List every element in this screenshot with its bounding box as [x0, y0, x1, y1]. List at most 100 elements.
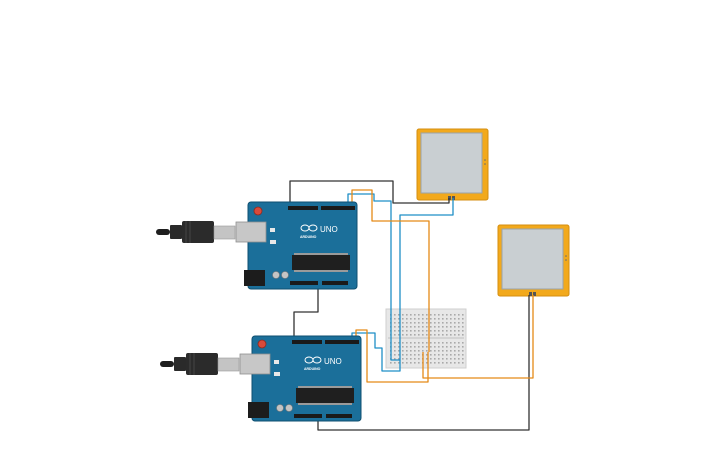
breadboard-hole[interactable] — [426, 314, 428, 316]
breadboard-hole[interactable] — [430, 362, 432, 364]
breadboard-hole[interactable] — [462, 318, 464, 320]
breadboard-hole[interactable] — [454, 362, 456, 364]
breadboard-hole[interactable] — [414, 350, 416, 352]
breadboard-hole[interactable] — [426, 330, 428, 332]
wire-orange-3[interactable] — [422, 295, 534, 379]
breadboard-hole[interactable] — [410, 346, 412, 348]
breadboard-hole[interactable] — [402, 362, 404, 364]
breadboard-hole[interactable] — [434, 350, 436, 352]
breadboard-hole[interactable] — [462, 342, 464, 344]
breadboard-hole[interactable] — [426, 318, 428, 320]
breadboard-hole[interactable] — [418, 330, 420, 332]
breadboard-hole[interactable] — [422, 334, 424, 336]
breadboard-hole[interactable] — [458, 358, 460, 360]
breadboard-hole[interactable] — [430, 322, 432, 324]
breadboard-hole[interactable] — [426, 362, 428, 364]
breadboard-hole[interactable] — [426, 354, 428, 356]
breadboard-hole[interactable] — [418, 362, 420, 364]
breadboard-hole[interactable] — [454, 318, 456, 320]
breadboard-hole[interactable] — [394, 350, 396, 352]
breadboard-hole[interactable] — [398, 342, 400, 344]
breadboard-hole[interactable] — [430, 354, 432, 356]
breadboard-hole[interactable] — [454, 314, 456, 316]
breadboard-hole[interactable] — [430, 326, 432, 328]
breadboard-hole[interactable] — [450, 350, 452, 352]
breadboard-hole[interactable] — [406, 326, 408, 328]
wire-orange-2[interactable] — [355, 329, 429, 383]
breadboard-hole[interactable] — [414, 318, 416, 320]
breadboard-hole[interactable] — [398, 334, 400, 336]
breadboard-hole[interactable] — [406, 322, 408, 324]
breadboard-hole[interactable] — [406, 350, 408, 352]
breadboard-hole[interactable] — [430, 346, 432, 348]
breadboard-hole[interactable] — [454, 322, 456, 324]
breadboard-hole[interactable] — [422, 342, 424, 344]
breadboard-hole[interactable] — [442, 314, 444, 316]
breadboard-hole[interactable] — [390, 362, 392, 364]
breadboard-hole[interactable] — [454, 334, 456, 336]
breadboard-hole[interactable] — [462, 314, 464, 316]
breadboard-hole[interactable] — [414, 314, 416, 316]
breadboard-hole[interactable] — [442, 342, 444, 344]
breadboard-hole[interactable] — [426, 342, 428, 344]
breadboard-hole[interactable] — [398, 322, 400, 324]
breadboard-hole[interactable] — [402, 350, 404, 352]
breadboard-hole[interactable] — [434, 362, 436, 364]
breadboard-hole[interactable] — [406, 330, 408, 332]
breadboard-hole[interactable] — [430, 330, 432, 332]
breadboard-hole[interactable] — [450, 358, 452, 360]
breadboard-hole[interactable] — [394, 318, 396, 320]
breadboard-hole[interactable] — [402, 314, 404, 316]
breadboard-hole[interactable] — [438, 350, 440, 352]
breadboard-hole[interactable] — [418, 318, 420, 320]
breadboard-hole[interactable] — [430, 342, 432, 344]
breadboard-hole[interactable] — [426, 346, 428, 348]
breadboard-hole[interactable] — [462, 358, 464, 360]
breadboard-hole[interactable] — [446, 346, 448, 348]
breadboard-hole[interactable] — [450, 330, 452, 332]
breadboard-hole[interactable] — [406, 314, 408, 316]
breadboard-hole[interactable] — [446, 326, 448, 328]
breadboard-hole[interactable] — [410, 334, 412, 336]
arduino-uno-2[interactable]: UNO ARDUINO — [160, 335, 362, 422]
breadboard-hole[interactable] — [426, 326, 428, 328]
mini-breadboard[interactable] — [385, 308, 467, 369]
breadboard-hole[interactable] — [406, 362, 408, 364]
breadboard-hole[interactable] — [458, 354, 460, 356]
breadboard-hole[interactable] — [438, 314, 440, 316]
breadboard-hole[interactable] — [430, 314, 432, 316]
breadboard-hole[interactable] — [458, 326, 460, 328]
breadboard-hole[interactable] — [458, 342, 460, 344]
breadboard-hole[interactable] — [410, 322, 412, 324]
breadboard-hole[interactable] — [422, 314, 424, 316]
breadboard-hole[interactable] — [406, 346, 408, 348]
breadboard-hole[interactable] — [458, 318, 460, 320]
breadboard-hole[interactable] — [402, 330, 404, 332]
breadboard-hole[interactable] — [438, 326, 440, 328]
breadboard-hole[interactable] — [462, 334, 464, 336]
breadboard-hole[interactable] — [450, 322, 452, 324]
breadboard-hole[interactable] — [454, 354, 456, 356]
breadboard-hole[interactable] — [434, 334, 436, 336]
breadboard-hole[interactable] — [422, 346, 424, 348]
breadboard-hole[interactable] — [450, 314, 452, 316]
breadboard-hole[interactable] — [394, 362, 396, 364]
breadboard-hole[interactable] — [442, 354, 444, 356]
breadboard-hole[interactable] — [418, 346, 420, 348]
breadboard-hole[interactable] — [450, 334, 452, 336]
breadboard-hole[interactable] — [434, 342, 436, 344]
breadboard-hole[interactable] — [422, 322, 424, 324]
breadboard-hole[interactable] — [394, 322, 396, 324]
breadboard-hole[interactable] — [426, 358, 428, 360]
breadboard-hole[interactable] — [446, 334, 448, 336]
breadboard-hole[interactable] — [458, 334, 460, 336]
breadboard-hole[interactable] — [406, 342, 408, 344]
breadboard-hole[interactable] — [430, 334, 432, 336]
breadboard-hole[interactable] — [434, 314, 436, 316]
breadboard-hole[interactable] — [442, 318, 444, 320]
breadboard-hole[interactable] — [418, 354, 420, 356]
breadboard-hole[interactable] — [434, 330, 436, 332]
breadboard-hole[interactable] — [442, 330, 444, 332]
breadboard-hole[interactable] — [394, 358, 396, 360]
breadboard-hole[interactable] — [418, 334, 420, 336]
